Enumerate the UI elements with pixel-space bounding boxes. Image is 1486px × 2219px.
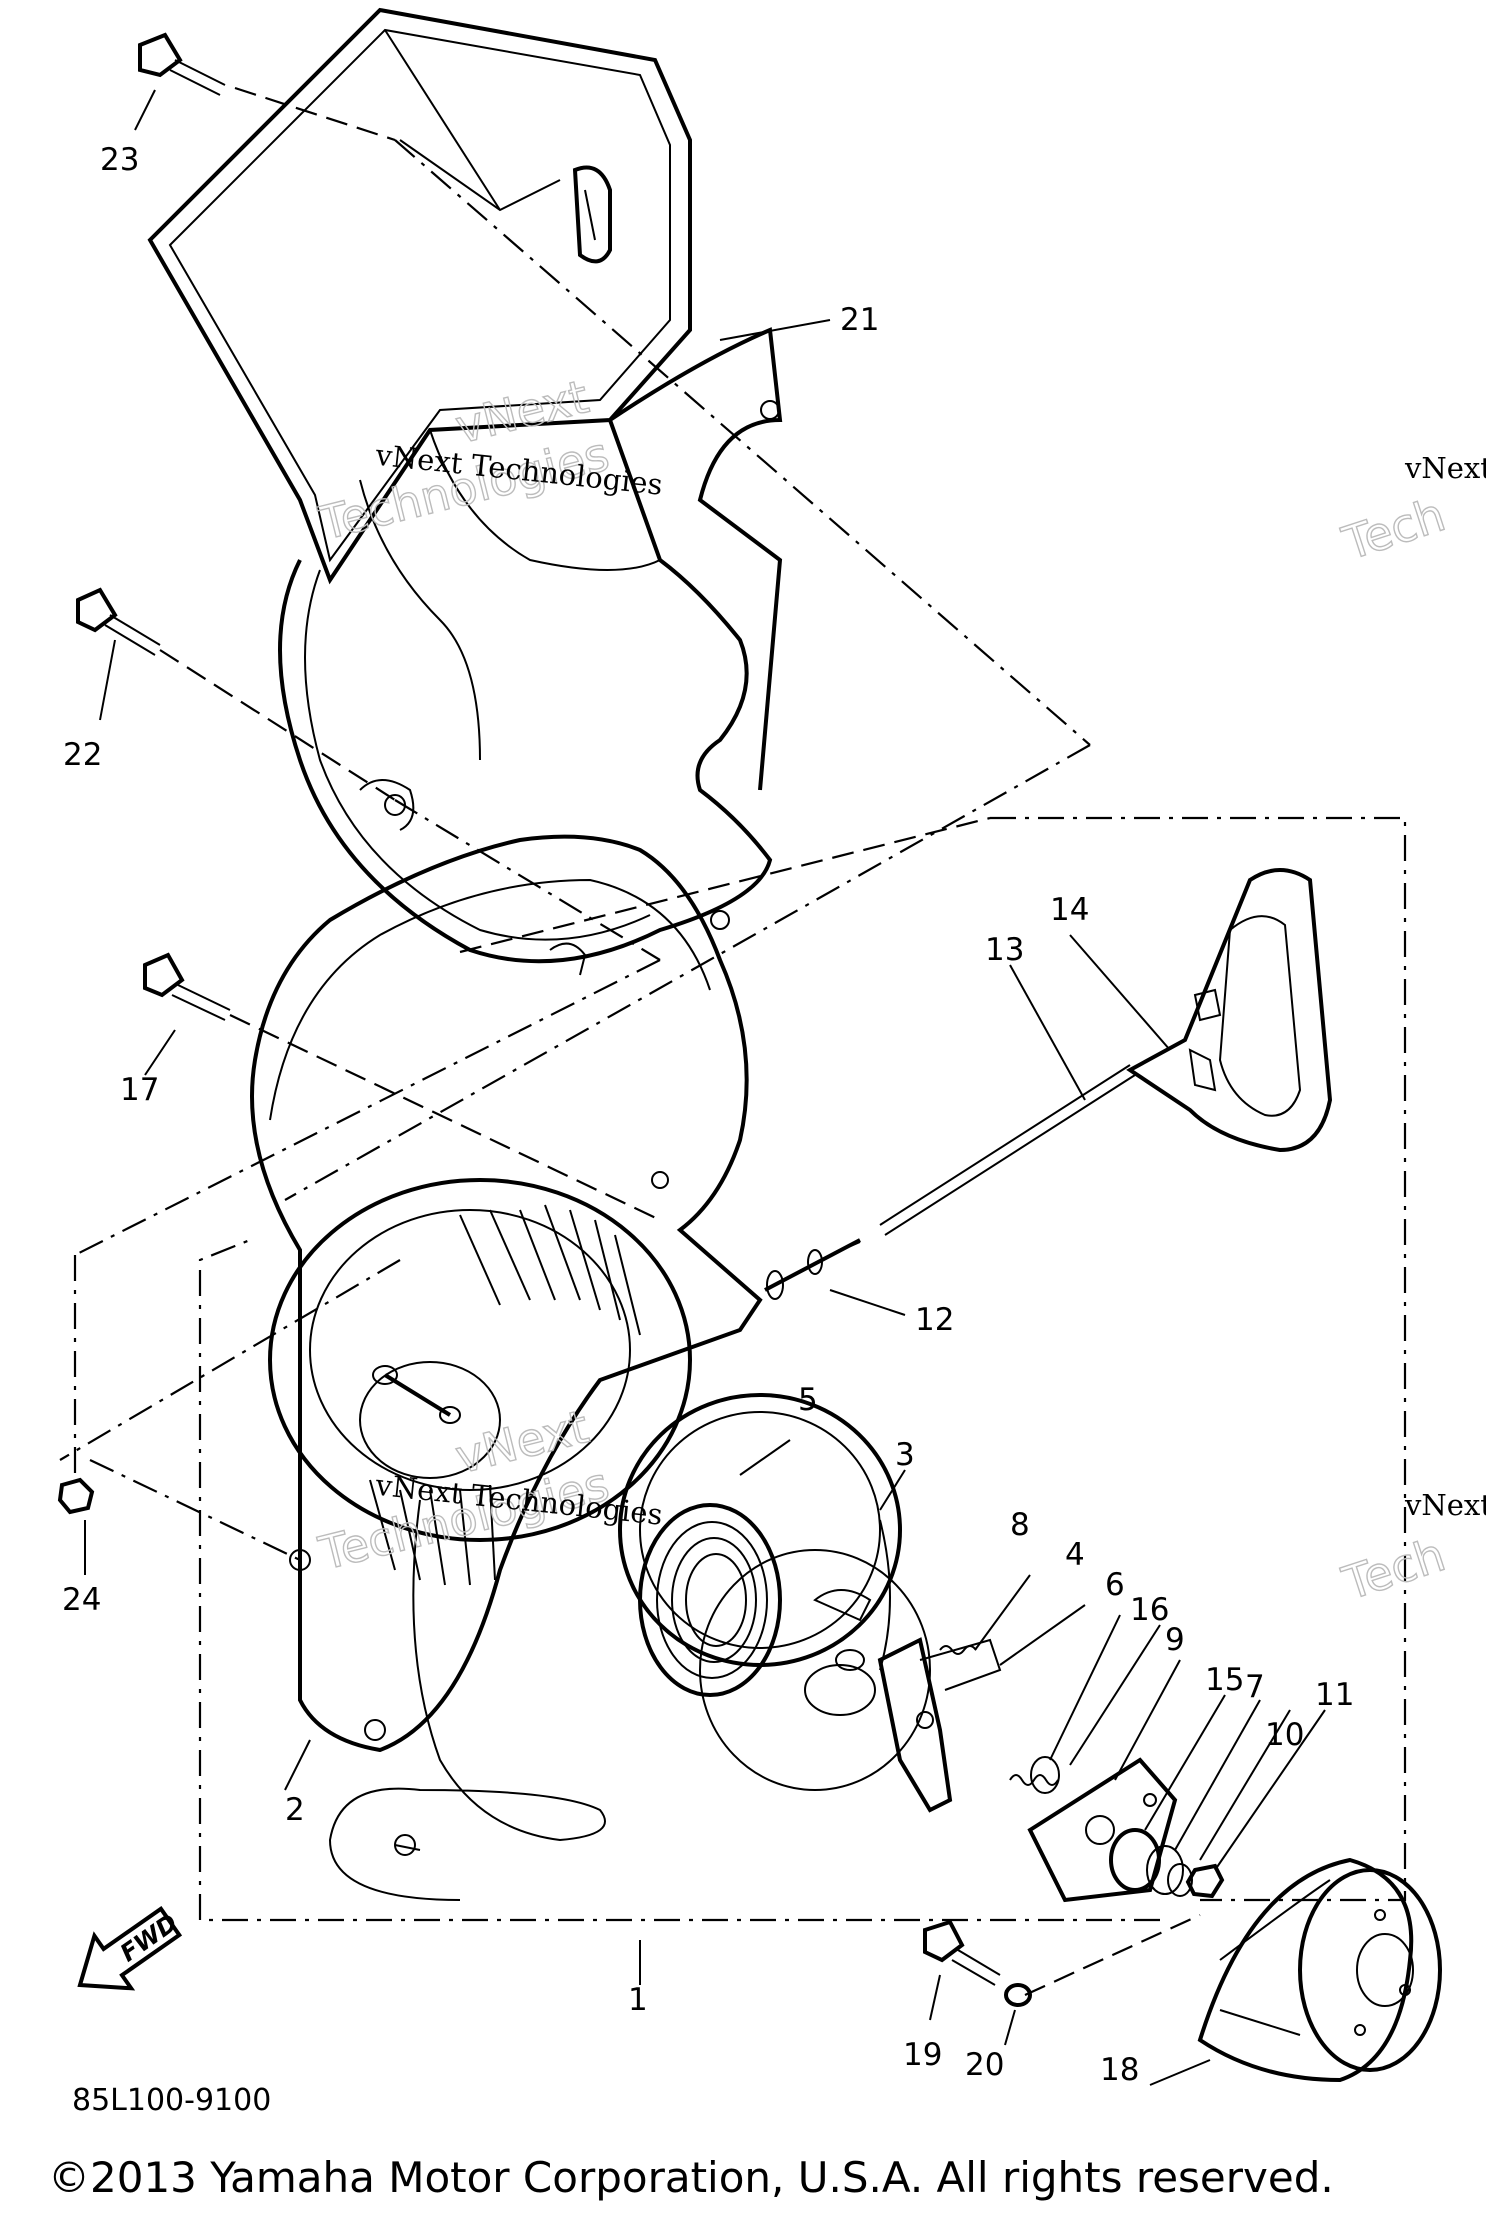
callout-5: 5 <box>798 1382 818 1418</box>
callout-labels: 23 21 22 17 14 13 12 5 3 8 4 6 16 9 15 7… <box>62 142 1354 2088</box>
callout-7: 7 <box>1245 1669 1265 1705</box>
callout-17: 17 <box>120 1072 159 1108</box>
friction-plate-part-9 <box>1027 1757 1178 1903</box>
pawl-part-4 <box>877 1637 1002 1813</box>
fan-shroud-part-21 <box>147 7 783 976</box>
assembly-lines <box>59 86 1201 1997</box>
reel-drum-part-3 <box>618 1393 931 1791</box>
washer-part-10 <box>1167 1863 1193 1897</box>
callout-22: 22 <box>63 737 102 773</box>
callout-6: 6 <box>1105 1567 1125 1603</box>
callout-18: 18 <box>1100 2052 1139 2088</box>
callout-4: 4 <box>1065 1537 1085 1573</box>
bolt-part-17 <box>143 952 231 1021</box>
washer-part-20 <box>1004 1983 1032 2007</box>
washer-part-16 <box>1030 1756 1060 1794</box>
callout-2: 2 <box>285 1792 305 1828</box>
callout-20: 20 <box>965 2047 1004 2083</box>
watermark-lower: vNext Technologies vNext Technologies <box>313 1399 665 1582</box>
nut-part-11 <box>1185 1863 1225 1899</box>
watermark-edge-upper: vNext <box>1404 451 1486 485</box>
callout-8: 8 <box>1010 1507 1030 1543</box>
spiral-spring-part-5 <box>638 1503 782 1697</box>
callout-24: 24 <box>62 1582 101 1618</box>
spring-part-8 <box>939 1645 977 1655</box>
callout-23: 23 <box>100 142 139 178</box>
assembly-boundary-part-1 <box>198 816 1407 1922</box>
fan-fins <box>369 1204 641 1586</box>
callout-11: 11 <box>1315 1677 1354 1713</box>
watermark-edge-ghost-lower: Tech <box>1336 1527 1452 1611</box>
leader-lines <box>84 89 1326 2086</box>
starter-case-part-2 <box>250 834 763 1901</box>
copyright-notice: ©2013 Yamaha Motor Corporation, U.S.A. A… <box>48 2153 1334 2202</box>
callout-14: 14 <box>1050 892 1089 928</box>
callout-15: 15 <box>1205 1662 1244 1698</box>
starter-rope-part-13 <box>879 1064 1136 1236</box>
callout-1: 1 <box>628 1982 648 2018</box>
watermark-edge-lower: vNext <box>1404 1488 1486 1522</box>
bolt-part-19 <box>923 1919 1001 1986</box>
watermark-edge-ghost-upper: Tech <box>1336 487 1452 571</box>
watermark-right-edge: vNext Tech vNext Tech <box>1335 451 1486 1611</box>
starter-pulley-part-18 <box>1197 1857 1442 2083</box>
callout-9: 9 <box>1165 1622 1185 1658</box>
spring-part-15 <box>1109 1828 1161 1892</box>
callout-19: 19 <box>903 2037 942 2073</box>
callout-16: 16 <box>1130 1592 1169 1628</box>
nut-part-24 <box>57 1477 95 1515</box>
fwd-arrow-icon: FWD <box>77 1906 183 1991</box>
rope-guide-part-12 <box>764 1238 861 1300</box>
part-code: 85L100-9100 <box>72 2083 271 2118</box>
starter-handle-part-14 <box>1126 868 1333 1153</box>
washer-part-7 <box>1146 1845 1184 1895</box>
callout-21: 21 <box>840 302 879 338</box>
callout-12: 12 <box>915 1302 954 1338</box>
callout-13: 13 <box>985 932 1024 968</box>
callout-3: 3 <box>895 1437 915 1473</box>
bolt-part-23 <box>138 32 226 96</box>
spring-part-6 <box>1009 1774 1059 1786</box>
bolt-part-22 <box>76 587 161 656</box>
callout-10: 10 <box>1265 1717 1304 1753</box>
